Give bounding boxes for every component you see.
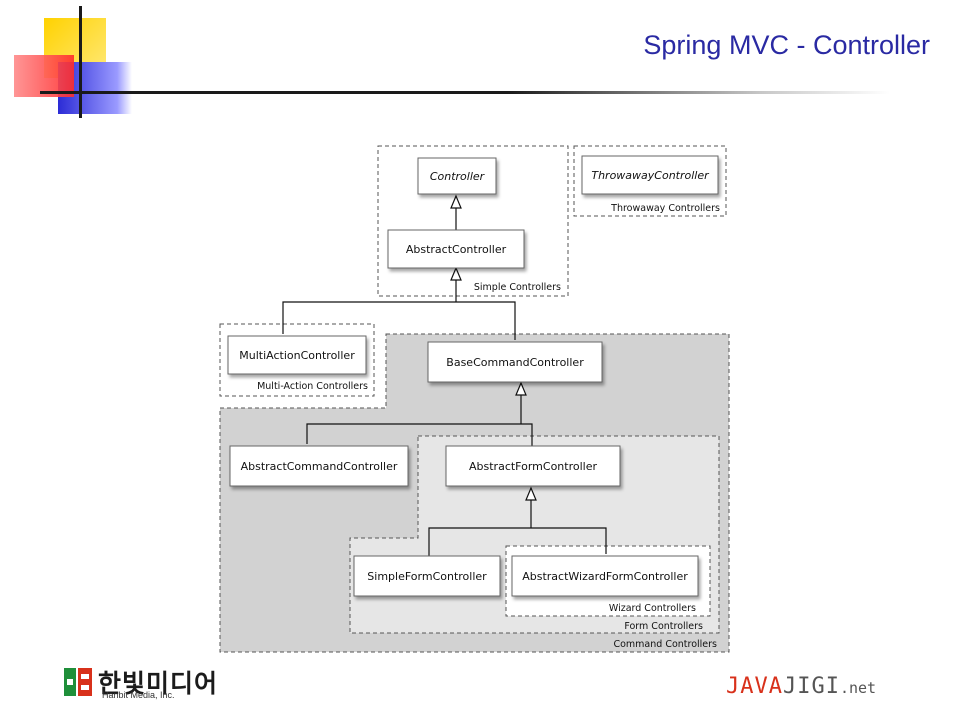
node-simple-form-controller-label: SimpleFormController	[367, 570, 487, 583]
node-abstract-wizard-form-controller-label: AbstractWizardFormController	[522, 570, 688, 583]
simple-controllers-label: Simple Controllers	[474, 282, 561, 293]
slide-title: Spring MVC - Controller	[643, 30, 930, 60]
node-abstract-command-controller: AbstractCommandController	[229, 445, 409, 487]
node-abstract-form-controller-label: AbstractFormController	[469, 460, 597, 473]
node-base-command-controller-label: BaseCommandController	[446, 356, 584, 369]
javajigi-jigi: JIGI	[782, 674, 840, 699]
hanbit-english-name: Hanbit Media, Inc.	[102, 690, 175, 700]
node-simple-form-controller: SimpleFormController	[353, 555, 501, 597]
hanbit-mark-icon	[64, 668, 92, 696]
slide-decoration	[0, 0, 140, 120]
node-multi-action-controller-label: MultiActionController	[239, 349, 355, 362]
hanbit-media-logo: 한빛미디어 Hanbit Media, Inc.	[64, 664, 254, 702]
node-throwaway-controller: ThrowawayController	[581, 155, 719, 195]
node-abstract-controller: AbstractController	[387, 229, 525, 269]
node-abstract-wizard-form-controller: AbstractWizardFormController	[511, 555, 699, 597]
multi-action-controllers-label: Multi-Action Controllers	[257, 381, 368, 392]
node-controller-label: Controller	[430, 170, 486, 183]
inheritance-lines	[282, 207, 607, 556]
deco-vertical-line	[79, 6, 82, 118]
node-controller: Controller	[417, 157, 497, 195]
hanbit-korean-name: 한빛미디어	[98, 669, 219, 698]
javajigi-logo: JAVAJIGI.net	[726, 674, 876, 699]
node-abstract-form-controller: AbstractFormController	[445, 445, 621, 487]
form-controllers-label: Form Controllers	[624, 621, 703, 632]
node-abstract-controller-label: AbstractController	[406, 243, 507, 256]
node-abstract-command-controller-label: AbstractCommandController	[241, 460, 398, 473]
node-multi-action-controller: MultiActionController	[227, 335, 367, 375]
wizard-controllers-label: Wizard Controllers	[609, 603, 696, 614]
inheritance-arrowheads	[450, 194, 537, 501]
javajigi-java: JAVA	[726, 674, 783, 699]
javajigi-net: .net	[839, 679, 877, 697]
title-rule	[40, 91, 890, 94]
node-throwaway-controller-label: ThrowawayController	[591, 169, 710, 182]
command-controllers-label: Command Controllers	[613, 639, 717, 650]
throwaway-controllers-label: Throwaway Controllers	[610, 203, 720, 214]
node-base-command-controller: BaseCommandController	[427, 341, 603, 383]
deco-red-square	[14, 55, 74, 97]
